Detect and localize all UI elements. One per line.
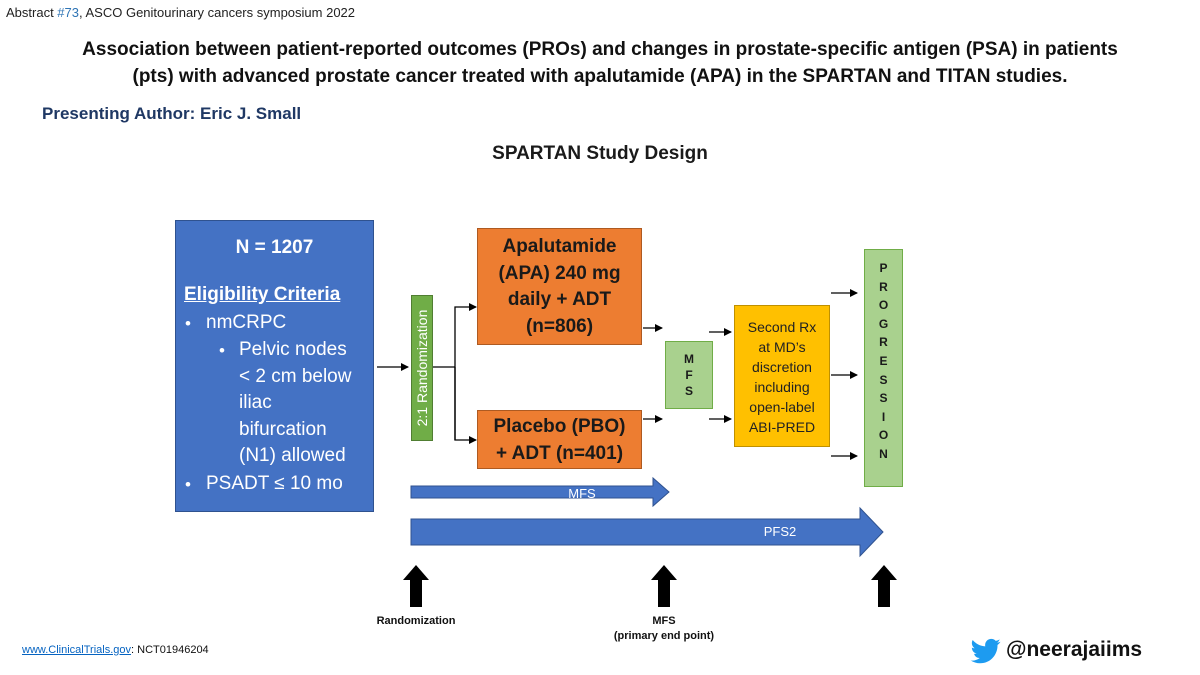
sample-size: N = 1207 [235,237,314,258]
study-design-title: SPARTAN Study Design [492,143,708,164]
criterion-line: iliac [239,392,272,413]
progression-box: P R O G R E S S I O N [864,249,903,487]
pbo-arm-line: Placebo (PBO) [493,416,626,437]
second-rx-line: discretion [752,359,812,375]
clinicaltrials-link[interactable]: www.ClinicalTrials.gov [22,644,132,656]
pfs2-arrow-label: PFS2 [763,524,797,539]
slide-title-line-1: Association between patient-reported out… [82,39,1118,60]
twitter-handle: @neerajaiims [1006,638,1143,661]
progression-letter: O [878,298,889,313]
eligibility-box: N = 1207 Eligibility Criteria • nmCRPC •… [175,220,374,512]
mfs-timepoint-line: MFS [652,615,676,627]
mfs-arrow-label: MFS [568,486,596,501]
apa-arm-line: daily + ADT [507,289,612,310]
second-rx-box: Second Rx at MD’s discretion including o… [734,305,830,447]
abstract-citation: Abstract #73, ASCO Genitourinary cancers… [6,5,355,20]
progression-letter: G [878,316,889,331]
abstract-prefix: Abstract [6,5,58,20]
second-rx-line: at MD’s [758,339,806,355]
criterion-line: bifurcation [239,418,327,440]
second-rx-line: open-label [749,399,815,415]
apa-arm-line: Apalutamide [502,236,617,257]
criterion-pelvic-nodes: Pelvic nodes < 2 cm below iliac bifurcat… [239,337,351,470]
progression-letter: N [879,446,888,461]
mfs-letter: F [685,368,693,382]
slide-title: Association between patient-reported out… [30,36,1170,90]
criterion-line: Pelvic nodes [239,339,347,360]
mfs-letter: S [684,384,693,398]
arrow-to-apa-arm [454,303,477,440]
second-rx-line: Second Rx [747,319,817,335]
arrow-to-pbo-arm [454,367,477,444]
criterion-nmcrpc: nmCRPC [206,312,287,333]
pfs2-up-arrow-icon [871,565,897,607]
progression-letter: S [879,391,888,406]
progression-letter: P [879,261,888,275]
pbo-arm-line: + ADT (n=401) [495,442,624,464]
trial-registry: www.ClinicalTrials.gov: NCT01946204 [22,644,209,656]
randomization-bar: 2:1 Randomization [411,295,433,441]
presenting-author: Presenting Author: Eric J. Small [42,104,302,123]
randomization-timepoint-label: Randomization [376,615,456,627]
criterion-line: < 2 cm below [239,365,352,387]
sub-bullet-icon: • [219,341,225,360]
progression-letter: R [879,279,888,294]
bullet-icon: • [185,314,191,333]
mfs-timepoint-line: (primary end point) [613,630,715,642]
abstract-number: #73 [57,5,79,20]
second-rx-line: ABI-PRED [748,419,816,435]
progression-letter: S [879,372,888,387]
apa-arm-line: (n=806) [525,315,594,337]
second-rx-line: including [754,379,810,395]
twitter-bird-icon [970,638,1001,664]
mfs-letter: M [684,352,694,366]
randomization-up-arrow-icon [403,565,429,607]
mfs-endpoint-box: M F S [665,341,713,409]
progression-letter: E [879,353,888,368]
eligibility-heading: Eligibility Criteria [184,284,341,305]
mfs-up-arrow-icon [651,565,677,607]
progression-letter: O [878,428,889,443]
criterion-psadt: PSADT ≤ 10 mo [206,473,343,494]
nct-number: : NCT01946204 [131,644,209,656]
mfs-timeline-arrow [410,476,670,508]
abstract-meeting: , ASCO Genitourinary cancers symposium 2… [79,5,356,20]
bullet-icon: • [185,475,191,494]
mfs-timepoint-label: MFS (primary end point) [594,614,734,644]
randomization-label: 2:1 Randomization [414,309,430,427]
progression-letter: R [879,335,888,350]
criterion-line: (N1) allowed [239,445,346,466]
pfs2-timeline-arrow [410,506,884,558]
slide-title-line-2: (pts) with advanced prostate cancer trea… [132,66,1068,87]
apa-arm-line: (APA) 240 mg [498,262,621,284]
progression-letter: I [881,409,886,424]
apalutamide-arm-box: Apalutamide (APA) 240 mg daily + ADT (n=… [477,228,642,345]
placebo-arm-box: Placebo (PBO) + ADT (n=401) [477,410,642,469]
